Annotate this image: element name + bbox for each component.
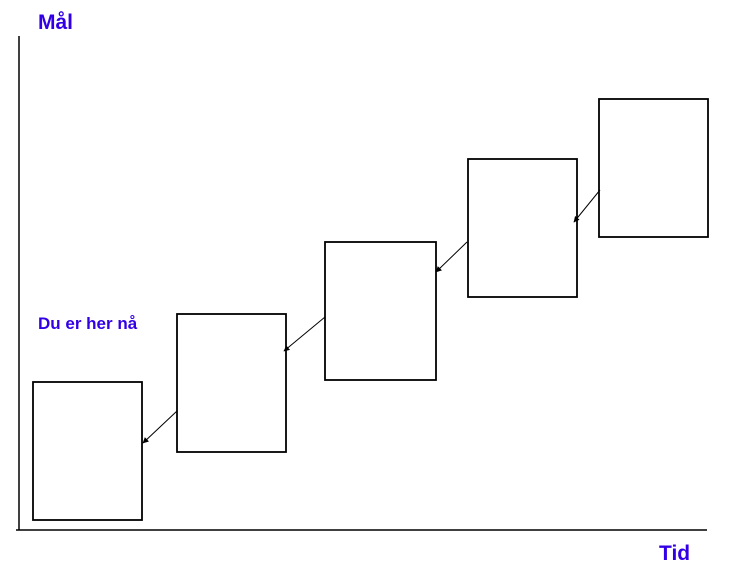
- step-box-2: [176, 313, 287, 453]
- arrow-2-to-1: [142, 410, 178, 444]
- x-axis-label: Tid: [659, 542, 691, 565]
- step-box-1: [32, 381, 143, 521]
- arrow-3-to-2: [283, 316, 326, 352]
- arrow-5-to-4: [573, 189, 601, 223]
- y-axis-label: Mål: [38, 11, 74, 34]
- step-box-3: [324, 241, 437, 381]
- step-box-5: [598, 98, 709, 238]
- arrow-4-to-3: [435, 241, 468, 273]
- step-box-4: [467, 158, 578, 298]
- current-position-label: Du er her nå: [38, 314, 138, 333]
